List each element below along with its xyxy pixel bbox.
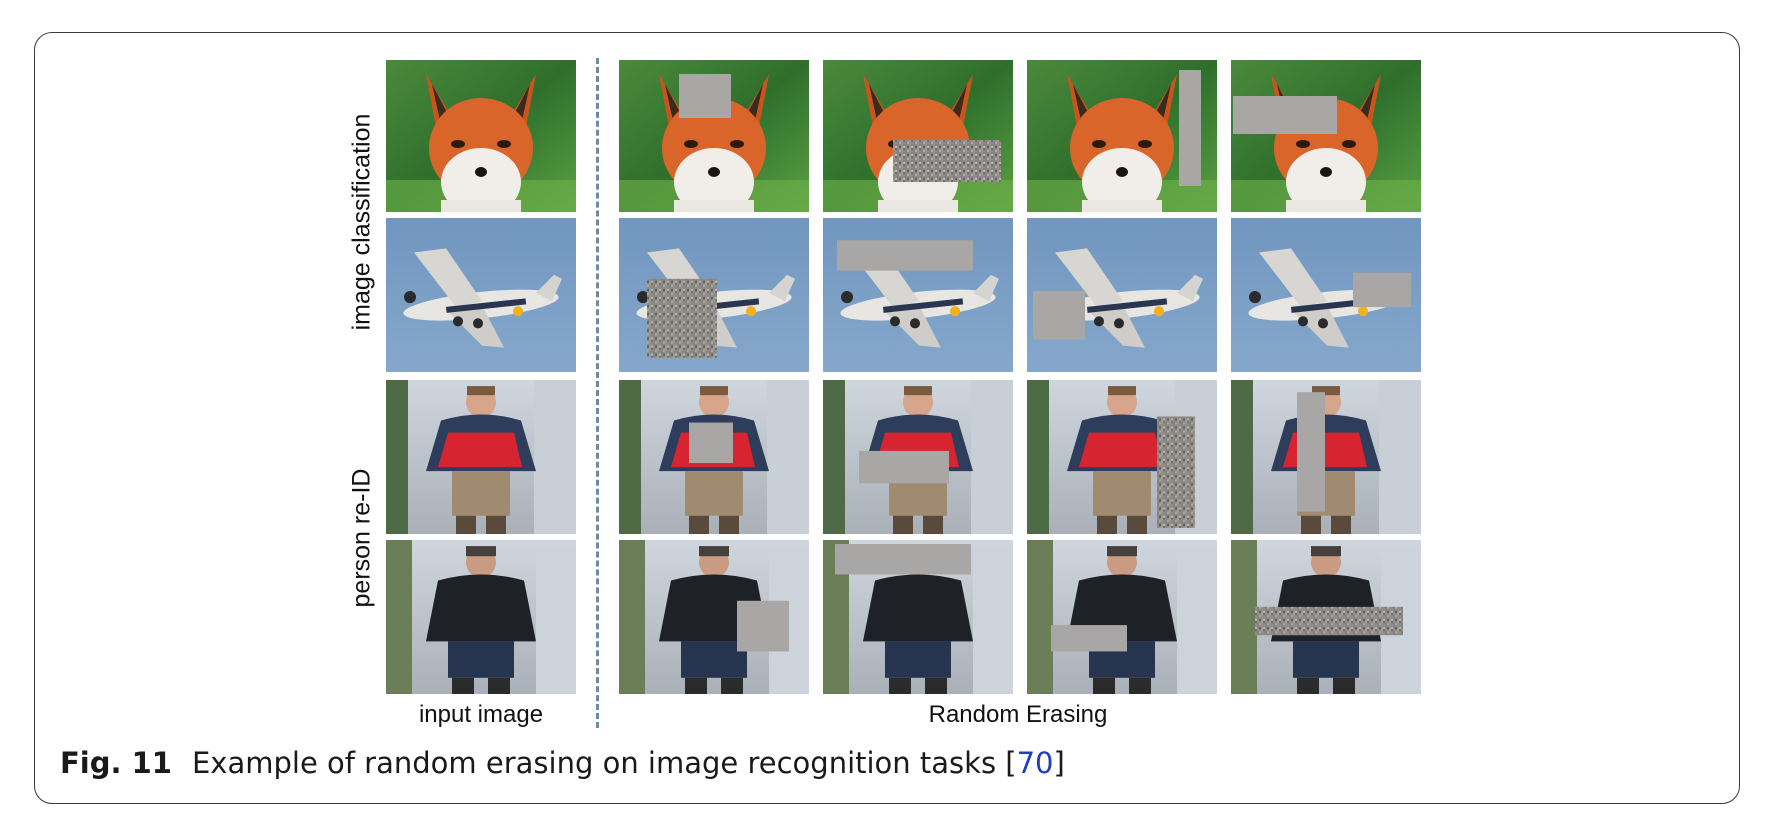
- erase-patch: [859, 450, 949, 484]
- person2-erasing-2: [823, 540, 1013, 694]
- erase-patch: [1233, 96, 1337, 134]
- plane-input-image: [386, 218, 576, 372]
- erase-patch: [1033, 290, 1085, 340]
- plane-erasing-1: [619, 218, 809, 372]
- noise-patch: [1255, 606, 1403, 636]
- person2-erasing-1: [619, 540, 809, 694]
- person1-erasing-1: [619, 380, 809, 534]
- row-label-image-classification: image classification: [347, 113, 376, 331]
- plane-erasing-4: [1231, 218, 1421, 372]
- figure-caption: Fig. 11 Example of random erasing on imag…: [60, 746, 1065, 780]
- erase-patch: [837, 240, 973, 271]
- person1-erasing-2: [823, 380, 1013, 534]
- fox-input-image: [386, 60, 576, 212]
- column-label-input-image: input image: [418, 701, 544, 728]
- noise-patch: [647, 278, 717, 358]
- column-label-random-erasing: Random Erasing: [928, 701, 1108, 728]
- fox-erasing-3: [1027, 60, 1217, 212]
- erase-patch: [1353, 272, 1411, 308]
- noise-patch: [1157, 416, 1195, 528]
- erase-patch: [689, 422, 733, 464]
- person1-erasing-3: [1027, 380, 1217, 534]
- person2-input-image: [386, 540, 576, 694]
- row-label-person-reid: person re-ID: [347, 468, 376, 608]
- person2-erasing-3: [1027, 540, 1217, 694]
- fox-erasing-4: [1231, 60, 1421, 212]
- plane-erasing-2: [823, 218, 1013, 372]
- citation-link[interactable]: 70: [1016, 746, 1054, 780]
- noise-patch: [893, 140, 1001, 182]
- input-divider: [596, 58, 599, 728]
- caption-text: Example of random erasing on image recog…: [191, 746, 1017, 780]
- erase-patch: [679, 74, 731, 118]
- person1-input-image: [386, 380, 576, 534]
- erase-patch: [737, 600, 789, 652]
- person1-erasing-4: [1231, 380, 1421, 534]
- fox-erasing-1: [619, 60, 809, 212]
- person2-erasing-4: [1231, 540, 1421, 694]
- plane-erasing-3: [1027, 218, 1217, 372]
- erase-patch: [1179, 70, 1201, 186]
- caption-text-end: ]: [1053, 746, 1065, 780]
- figure-number: Fig. 11: [60, 746, 172, 780]
- fox-erasing-2: [823, 60, 1013, 212]
- erase-patch: [1297, 392, 1325, 512]
- erase-patch: [1051, 625, 1127, 652]
- erase-patch: [835, 544, 971, 575]
